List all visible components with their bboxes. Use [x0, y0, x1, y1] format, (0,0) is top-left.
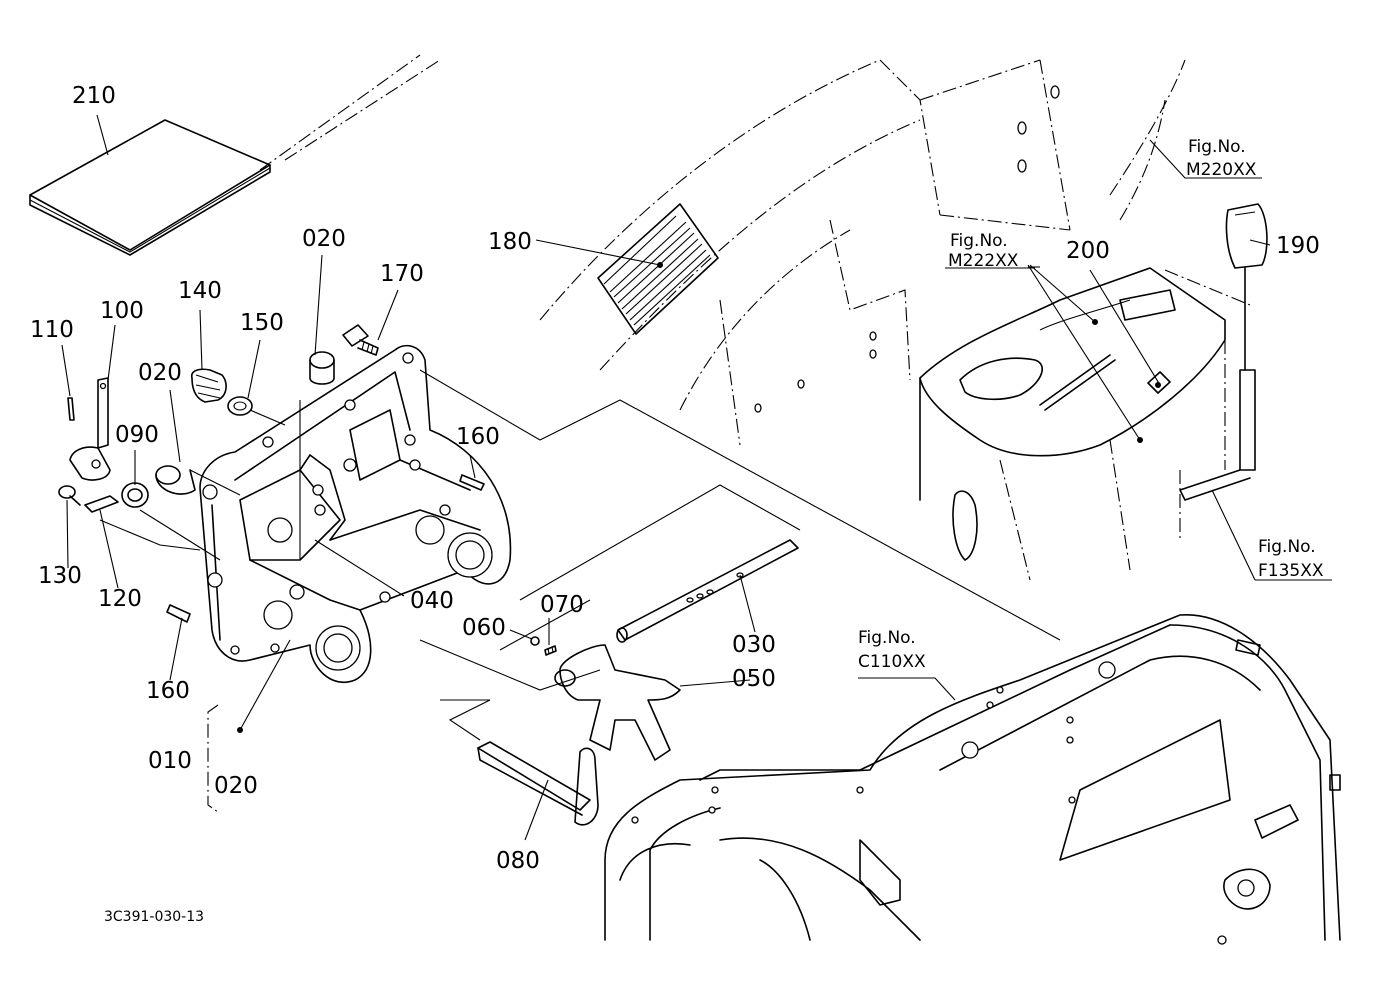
fig-ref-code-c110: C110XX — [858, 652, 926, 672]
fig-ref-label: Fig.No. — [858, 628, 916, 648]
part-label-040: 040 — [410, 588, 454, 614]
part-label-200: 200 — [1066, 238, 1110, 264]
transmission-case — [604, 614, 1341, 945]
shaft-030 — [616, 539, 799, 643]
body-hole — [869, 349, 877, 359]
fig-ref-code-f135: F135XX — [1258, 561, 1324, 581]
part-label-030: 030 — [732, 632, 776, 658]
arm-080 — [477, 741, 599, 826]
part-label-190: 190 — [1276, 233, 1320, 259]
case-hole — [961, 741, 979, 759]
cover-200 — [919, 267, 1251, 581]
shift-housing-010 — [199, 344, 512, 683]
fig-ref-code-m222: M222XX — [948, 251, 1019, 271]
tractor-body-outline — [259, 54, 1186, 446]
part-label-020: 020 — [214, 773, 258, 799]
seal-150 — [227, 396, 253, 416]
drawing-code: 3C391-030-13 — [104, 909, 204, 925]
body-hole — [754, 403, 762, 413]
bolt-130 — [58, 485, 81, 506]
case-hole — [1237, 879, 1255, 897]
part-label-180: 180 — [488, 229, 532, 255]
fig-ref-code-m220: M220XX — [1186, 160, 1257, 180]
part-label-160: 160 — [146, 678, 190, 704]
bracket-100 — [69, 377, 111, 481]
assembly-lines — [99, 369, 1061, 741]
part-label-130: 130 — [38, 563, 82, 589]
spring-070 — [544, 645, 557, 656]
fork-050 — [554, 644, 681, 761]
plate-120 — [84, 495, 119, 513]
part-label-090: 090 — [115, 422, 159, 448]
pin-110 — [67, 397, 75, 421]
part-label-100: 100 — [100, 298, 144, 324]
case-hole — [1098, 661, 1116, 679]
bolt-170 — [342, 324, 379, 356]
seal-090 — [121, 482, 149, 508]
figure-references: Fig.No. M220XX Fig.No. M222XX Fig.No. F1… — [858, 137, 1324, 672]
plug-140 — [190, 368, 227, 403]
part-label-160: 160 — [456, 424, 500, 450]
leaders — [61, 114, 1332, 841]
part-label-210: 210 — [72, 83, 116, 109]
body-hole — [869, 331, 877, 341]
manual-210 — [29, 119, 271, 256]
part-label-060: 060 — [462, 615, 506, 641]
lever-190 — [1179, 203, 1268, 501]
part-label-050: 050 — [732, 666, 776, 692]
ball-060 — [530, 636, 540, 646]
fig-ref-label: Fig.No. — [1258, 537, 1316, 557]
part-label-020: 020 — [138, 360, 182, 386]
part-label-070: 070 — [540, 592, 584, 618]
body-hole — [797, 379, 805, 389]
part-label-020: 020 — [302, 226, 346, 252]
body-hole — [1017, 121, 1027, 135]
part-label-080: 080 — [496, 848, 540, 874]
bushing-020-left — [155, 465, 196, 495]
part-label-170: 170 — [380, 261, 424, 287]
part-label-010: 010 — [148, 748, 192, 774]
fig-ref-label: Fig.No. — [1188, 137, 1246, 157]
pin-160-left — [166, 604, 191, 623]
decal-180 — [597, 203, 719, 335]
part-label-140: 140 — [178, 278, 222, 304]
part-labels: 210 020 170 140 150 100 110 020 090 160 … — [30, 83, 1320, 874]
fig-ref-label: Fig.No. — [950, 231, 1008, 251]
bushing-020-top — [309, 351, 335, 385]
body-hole — [1050, 85, 1060, 99]
body-hole — [1017, 159, 1027, 173]
part-label-110: 110 — [30, 317, 74, 343]
part-label-120: 120 — [98, 586, 142, 612]
pin-160-right — [459, 474, 485, 491]
part-label-150: 150 — [240, 310, 284, 336]
